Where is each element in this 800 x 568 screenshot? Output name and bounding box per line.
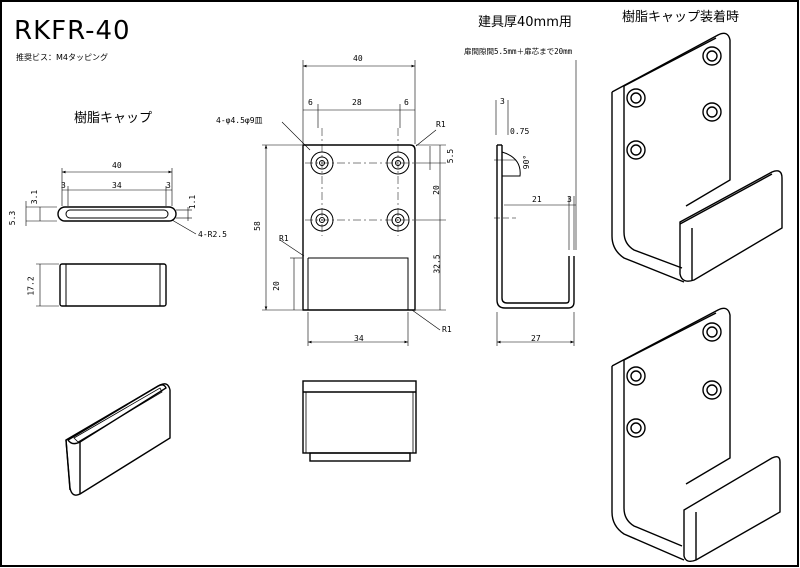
bracket-side-view [494,60,577,346]
front-corner-left: R1 [279,234,289,243]
cap-height: 17.2 [26,276,36,296]
front-corner-top: R1 [436,120,446,129]
bracket-iso-with-cap [611,32,783,283]
side-gap-note: 扉間隙間5.5mm＋扉芯まで20mm [464,47,573,56]
front-dim-5-5: 5.5 [446,148,456,164]
cap-side-right: 3 [166,181,171,190]
bracket-iso [611,307,781,563]
front-dim-32-5: 32.5 [432,254,442,274]
cap-top-view [25,168,197,235]
cap-thick-top: 3.1 [30,189,40,205]
side-dim-21: 21 [532,195,542,204]
side-heading: 建具厚40mm用 [478,15,572,30]
front-off-left: 6 [308,98,313,107]
cap-width: 40 [112,161,122,170]
front-mid: 28 [352,98,362,107]
side-depth: 27 [531,334,541,343]
front-off-right: 6 [404,98,409,107]
front-corner-bottom: R1 [442,325,452,334]
front-width: 40 [353,54,363,63]
iso-heading: 樹脂キャップ装着時 [622,10,740,25]
recommended-screw: 推奨ビス：M4タッピング [16,53,108,62]
front-hole-note: 4-φ4.5φ9皿 [216,116,263,125]
cap-wall: 1.1 [188,194,198,210]
cap-thick-total: 5.3 [8,210,18,226]
cap-side-left: 3 [61,181,66,190]
front-bottom-width: 34 [354,334,364,343]
screw-holes [310,151,410,232]
front-dim-20: 20 [431,185,441,195]
cap-iso-center [302,380,417,462]
front-dim-58: 58 [252,221,262,231]
front-dim-20-low: 20 [271,281,281,291]
side-dim-0-75: 0.75 [510,127,530,136]
drawing-title: RKFR-40 [14,16,131,46]
side-angle: 90° [522,154,532,170]
cap-heading: 樹脂キャップ [74,111,153,126]
side-dim-3-side: 3 [567,195,572,204]
cap-inner: 34 [112,181,122,190]
cap-radius-note: 4-R2.5 [198,230,227,239]
cap-front-view [36,263,167,307]
bracket-front-view [262,60,446,346]
side-dim-3-top: 3 [500,97,505,106]
cap-iso [65,383,171,496]
